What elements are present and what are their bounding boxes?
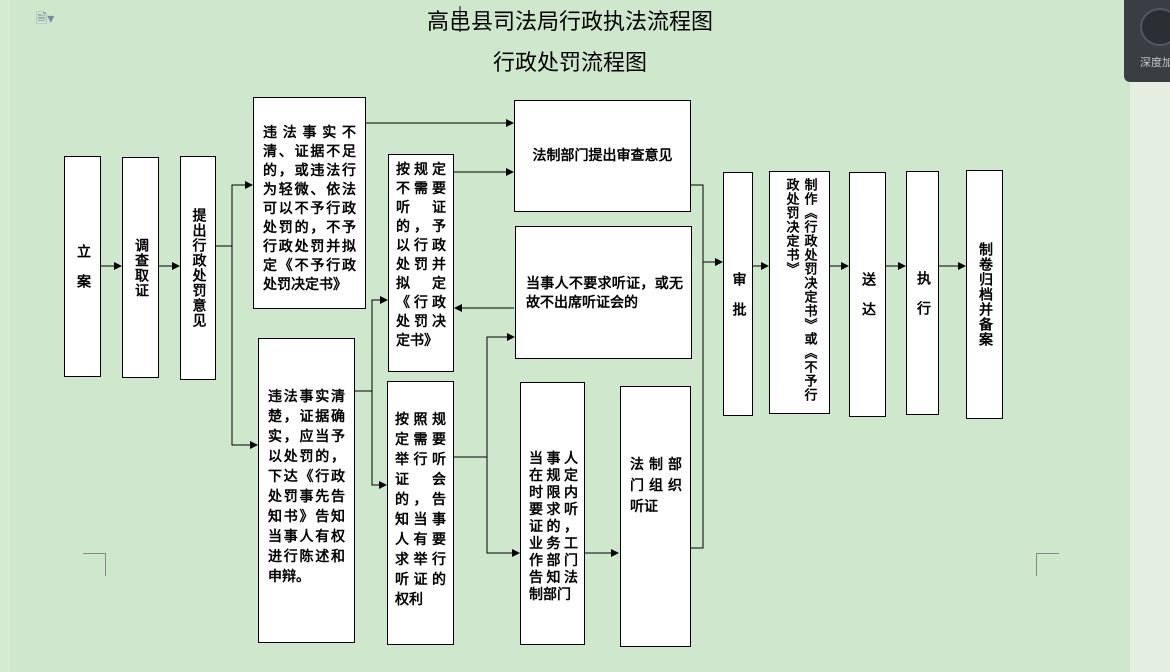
step-tichu: 提出行政处罚意见 (180, 156, 216, 380)
document-icon[interactable]: 🗎▾ (36, 11, 55, 27)
page-corner-mark-left (83, 553, 106, 576)
step-zhizuo: 制作《行政处罚决定书》或《不予行政处罚决定书》 (769, 171, 830, 414)
step-xuyao-tingzheng: 按照规定需要举行听证 会的，告知当事人有要求举行听证的权利 (387, 381, 454, 645)
step-guidang: 制卷归档并备案 (966, 170, 1003, 419)
step-weifa-qingchu: 违法事实清楚，证据确实，应当予以处罚的，下达《行政处罚事先告知书》告知当事人有权… (258, 338, 355, 643)
step-zuzhi-tingzheng: 法制部门组织听证 (620, 386, 691, 647)
page-subtitle: 行政处罚流程图 (492, 51, 647, 76)
step-bu-yaoqiu-tingzheng: 当事人不要求听证，或无故不出席听证会的 (515, 226, 692, 359)
page-title: 高邑县司法局行政执法流程图 (426, 10, 713, 35)
step-bu-xuyao-tingzheng: 按规定不需要听 证的，予以行政处罚并拟 定《行政处罚决定书》 (388, 154, 454, 372)
step-weifa-buqing: 违法事实不清、证据不足的，或违法行为轻微、依法可以不予行政处罚的，不予行政处罚并… (253, 97, 366, 309)
step-zhixing: 执 行 (906, 171, 939, 415)
step-yaoqiu-tingzheng: 当事人在规定时限内要求听证的，业务工作部门告知法制部门 (520, 382, 585, 645)
step-fazhi-shencha: 法制部门提出审查意见 (514, 100, 691, 212)
step-diaocha: 调查取证 (122, 157, 159, 378)
shield-icon[interactable] (1140, 8, 1170, 46)
step-shenpi: 审 批 (723, 172, 753, 416)
step-lian: 立 案 (64, 156, 101, 377)
widget-label: 深度加 (1140, 56, 1170, 69)
step-songda: 送 达 (849, 172, 886, 417)
right-margin (1130, 0, 1170, 672)
page-corner-mark-right (1036, 553, 1059, 576)
